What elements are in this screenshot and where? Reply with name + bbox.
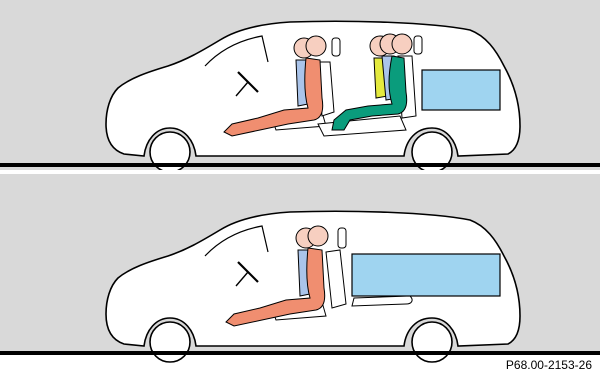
cargo-box-icon	[422, 70, 500, 110]
scene-rear-seat-folded	[0, 174, 600, 362]
figure-code: P68.00-2153-26	[506, 358, 592, 372]
long-cargo-box-icon	[352, 254, 500, 296]
scene-rear-seat-upright	[0, 0, 600, 172]
